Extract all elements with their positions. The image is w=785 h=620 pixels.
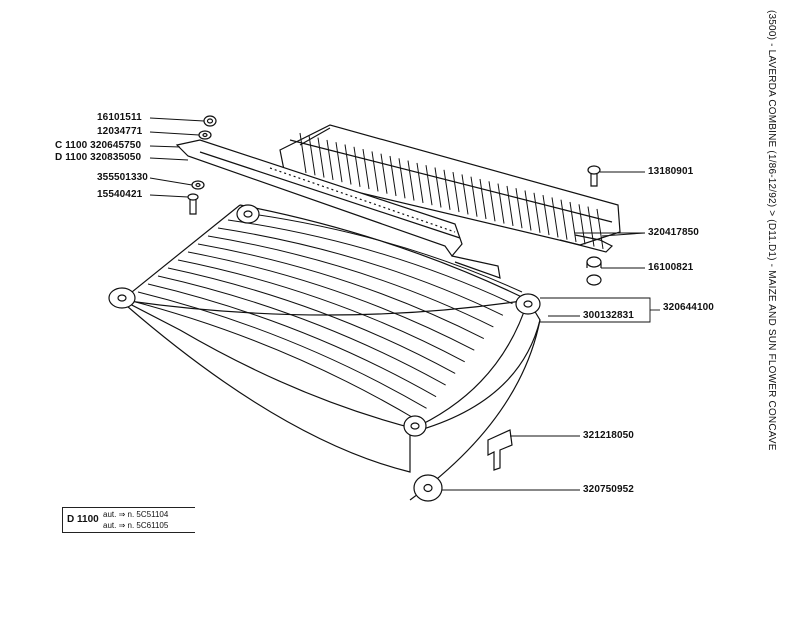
comb-tooth: [515, 188, 523, 229]
arrow-icon: ⇒: [118, 510, 126, 519]
comb-tooth: [578, 204, 586, 245]
bolt-13180901: [587, 165, 601, 187]
comb-tooth: [479, 178, 487, 220]
comb-tooth: [407, 160, 415, 201]
leader-lines: [149, 117, 660, 491]
comb-tooth: [398, 158, 406, 199]
part-label-320750952: 320750952: [583, 484, 634, 495]
comb-tooth: [416, 162, 424, 203]
legend-row-2-prefix: aut.: [103, 521, 117, 530]
concave-bar: [187, 251, 475, 351]
comb-tooth: [569, 201, 577, 243]
legend-model: D 1100: [67, 514, 99, 525]
comb-tooth: [326, 139, 334, 180]
comb-tooth: [506, 185, 514, 226]
arrow-icon: ⇒: [118, 521, 126, 530]
comb-tooth: [353, 146, 361, 187]
washer-355501330: [191, 180, 205, 190]
legend-row-1: aut. ⇒ n. 5C51104: [103, 510, 168, 519]
end-disc-left: [108, 287, 136, 309]
part-label-355501330: 355501330: [97, 172, 148, 183]
nut-16101511: [203, 115, 217, 127]
comb-tooth: [452, 172, 460, 213]
end-disc-bottom: [403, 415, 427, 437]
part-label-15540421: 15540421: [97, 189, 143, 200]
legend-row-2: aut. ⇒ n. 5C61105: [103, 521, 168, 530]
comb-tooth: [533, 192, 541, 233]
comb-tooth: [443, 169, 451, 210]
comb-tooth: [308, 135, 316, 176]
clip-321218050: [487, 429, 513, 471]
part-label-16100821: 16100821: [648, 262, 694, 273]
legend-row-2-value: n. 5C61105: [127, 521, 169, 530]
legend-row-1-prefix: aut.: [103, 510, 117, 519]
comb-tooth: [596, 208, 604, 249]
comb-tooth: [335, 142, 343, 183]
comb-tooth: [587, 206, 595, 247]
comb-tooth: [434, 167, 442, 208]
comb-tooth: [488, 181, 496, 222]
concave-bar: [147, 283, 437, 398]
comb-grate-part: [279, 124, 621, 253]
comb-tooth: [524, 190, 532, 231]
nut-16100821: [586, 256, 602, 286]
comb-tooth: [470, 176, 478, 217]
washer-12034771: [198, 130, 212, 140]
comb-tooth: [344, 144, 352, 185]
concave-bar: [197, 243, 485, 339]
comb-tooth: [362, 149, 370, 190]
part-label-320417850: 320417850: [648, 227, 699, 238]
comb-tooth: [299, 132, 307, 174]
comb-tooth: [425, 165, 433, 206]
part-label-321218050: 321218050: [583, 430, 634, 441]
comb-tooth: [497, 183, 505, 224]
part-label-300132831: 300132831: [583, 310, 634, 321]
comb-tooth: [380, 153, 388, 194]
page-title: (3500) - LAVERDA COMBINE (1/86-12/92) > …: [766, 10, 777, 451]
concave-bar: [127, 299, 418, 421]
comb-tooth: [317, 137, 325, 178]
concave-bar: [217, 227, 504, 316]
comb-tooth: [542, 195, 550, 236]
part-label-c1100: C 1100 320645750: [55, 140, 142, 151]
concave-bar: [137, 291, 427, 409]
bracket-plate-part: [175, 139, 501, 279]
part-label-13180901: 13180901: [648, 166, 694, 177]
concave-grate-part: [119, 204, 541, 501]
disc-320750952: [413, 474, 443, 502]
end-disc-top: [236, 204, 260, 224]
part-label-320644100: 320644100: [663, 302, 714, 313]
concave-bar: [167, 267, 456, 374]
comb-tooth: [551, 197, 559, 238]
concave-bar: [157, 275, 446, 386]
comb-tooth: [560, 199, 568, 240]
comb-tooth: [461, 174, 469, 215]
concave-bar: [177, 259, 465, 363]
part-label-16101511: 16101511: [97, 112, 142, 123]
concave-bar: [227, 219, 513, 305]
serial-legend: D 1100 aut. ⇒ n. 5C51104 aut. ⇒ n. 5C611…: [62, 507, 195, 533]
bolt-15540421: [187, 193, 199, 215]
part-label-d1100: D 1100 320835050: [55, 152, 142, 163]
end-disc-right: [515, 293, 541, 315]
part-label-12034771: 12034771: [97, 126, 143, 137]
legend-row-1-value: n. 5C51104: [127, 510, 169, 519]
comb-tooth: [389, 155, 397, 197]
concave-bar: [237, 211, 523, 293]
concave-bar: [207, 235, 494, 328]
comb-tooth: [371, 151, 379, 192]
